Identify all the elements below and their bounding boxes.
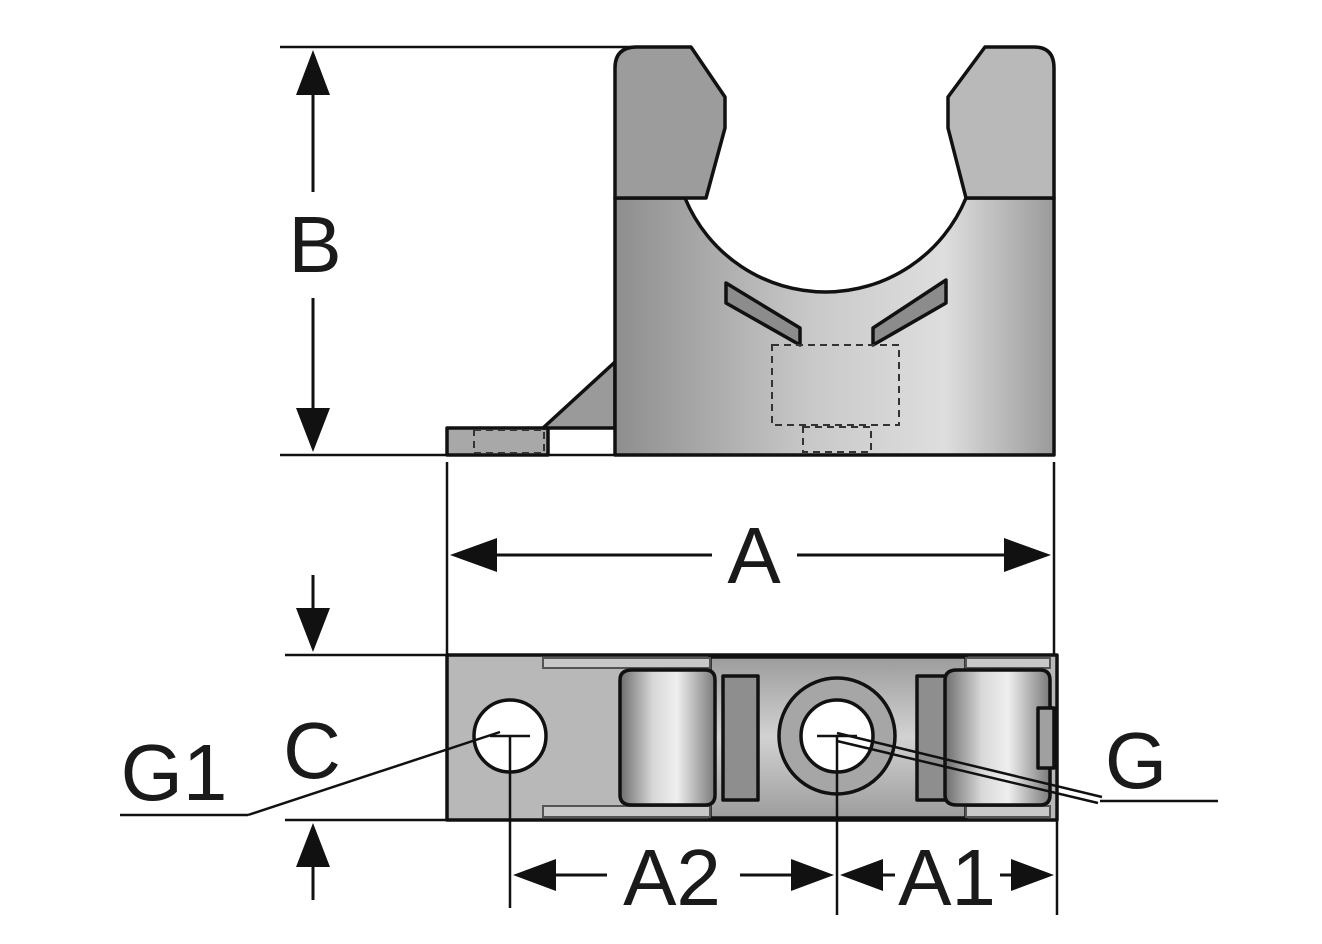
hidden-hole-center (802, 426, 872, 453)
jaw-cylinder-right (943, 668, 1052, 807)
rail-bottom (542, 805, 711, 818)
dimension-lines (120, 45, 1218, 915)
support-rib (541, 360, 617, 430)
clamp-body (613, 196, 1056, 457)
hidden-pocket (771, 344, 900, 426)
mounting-foot (445, 426, 550, 457)
label-a: A (727, 511, 781, 600)
hidden-hole-left (473, 429, 545, 454)
label-a2: A2 (623, 833, 721, 922)
top-view (445, 653, 1059, 822)
label-b: B (288, 200, 341, 289)
dimension-labels: B A C G1 G A2 A1 (121, 200, 1167, 922)
end-tab (1036, 706, 1056, 770)
label-c: C (283, 706, 341, 795)
connector-left (721, 674, 760, 802)
label-a1: A1 (898, 833, 996, 922)
rail-top (542, 657, 711, 669)
rail-right-top (965, 657, 1051, 669)
left-jaw (613, 45, 727, 200)
right-jaw (946, 45, 1056, 200)
label-g1: G1 (121, 728, 228, 817)
rail-right-bottom (965, 805, 1051, 818)
jaw-cylinder-left (618, 668, 717, 807)
front-view (445, 45, 1056, 457)
label-g: G (1105, 716, 1167, 805)
